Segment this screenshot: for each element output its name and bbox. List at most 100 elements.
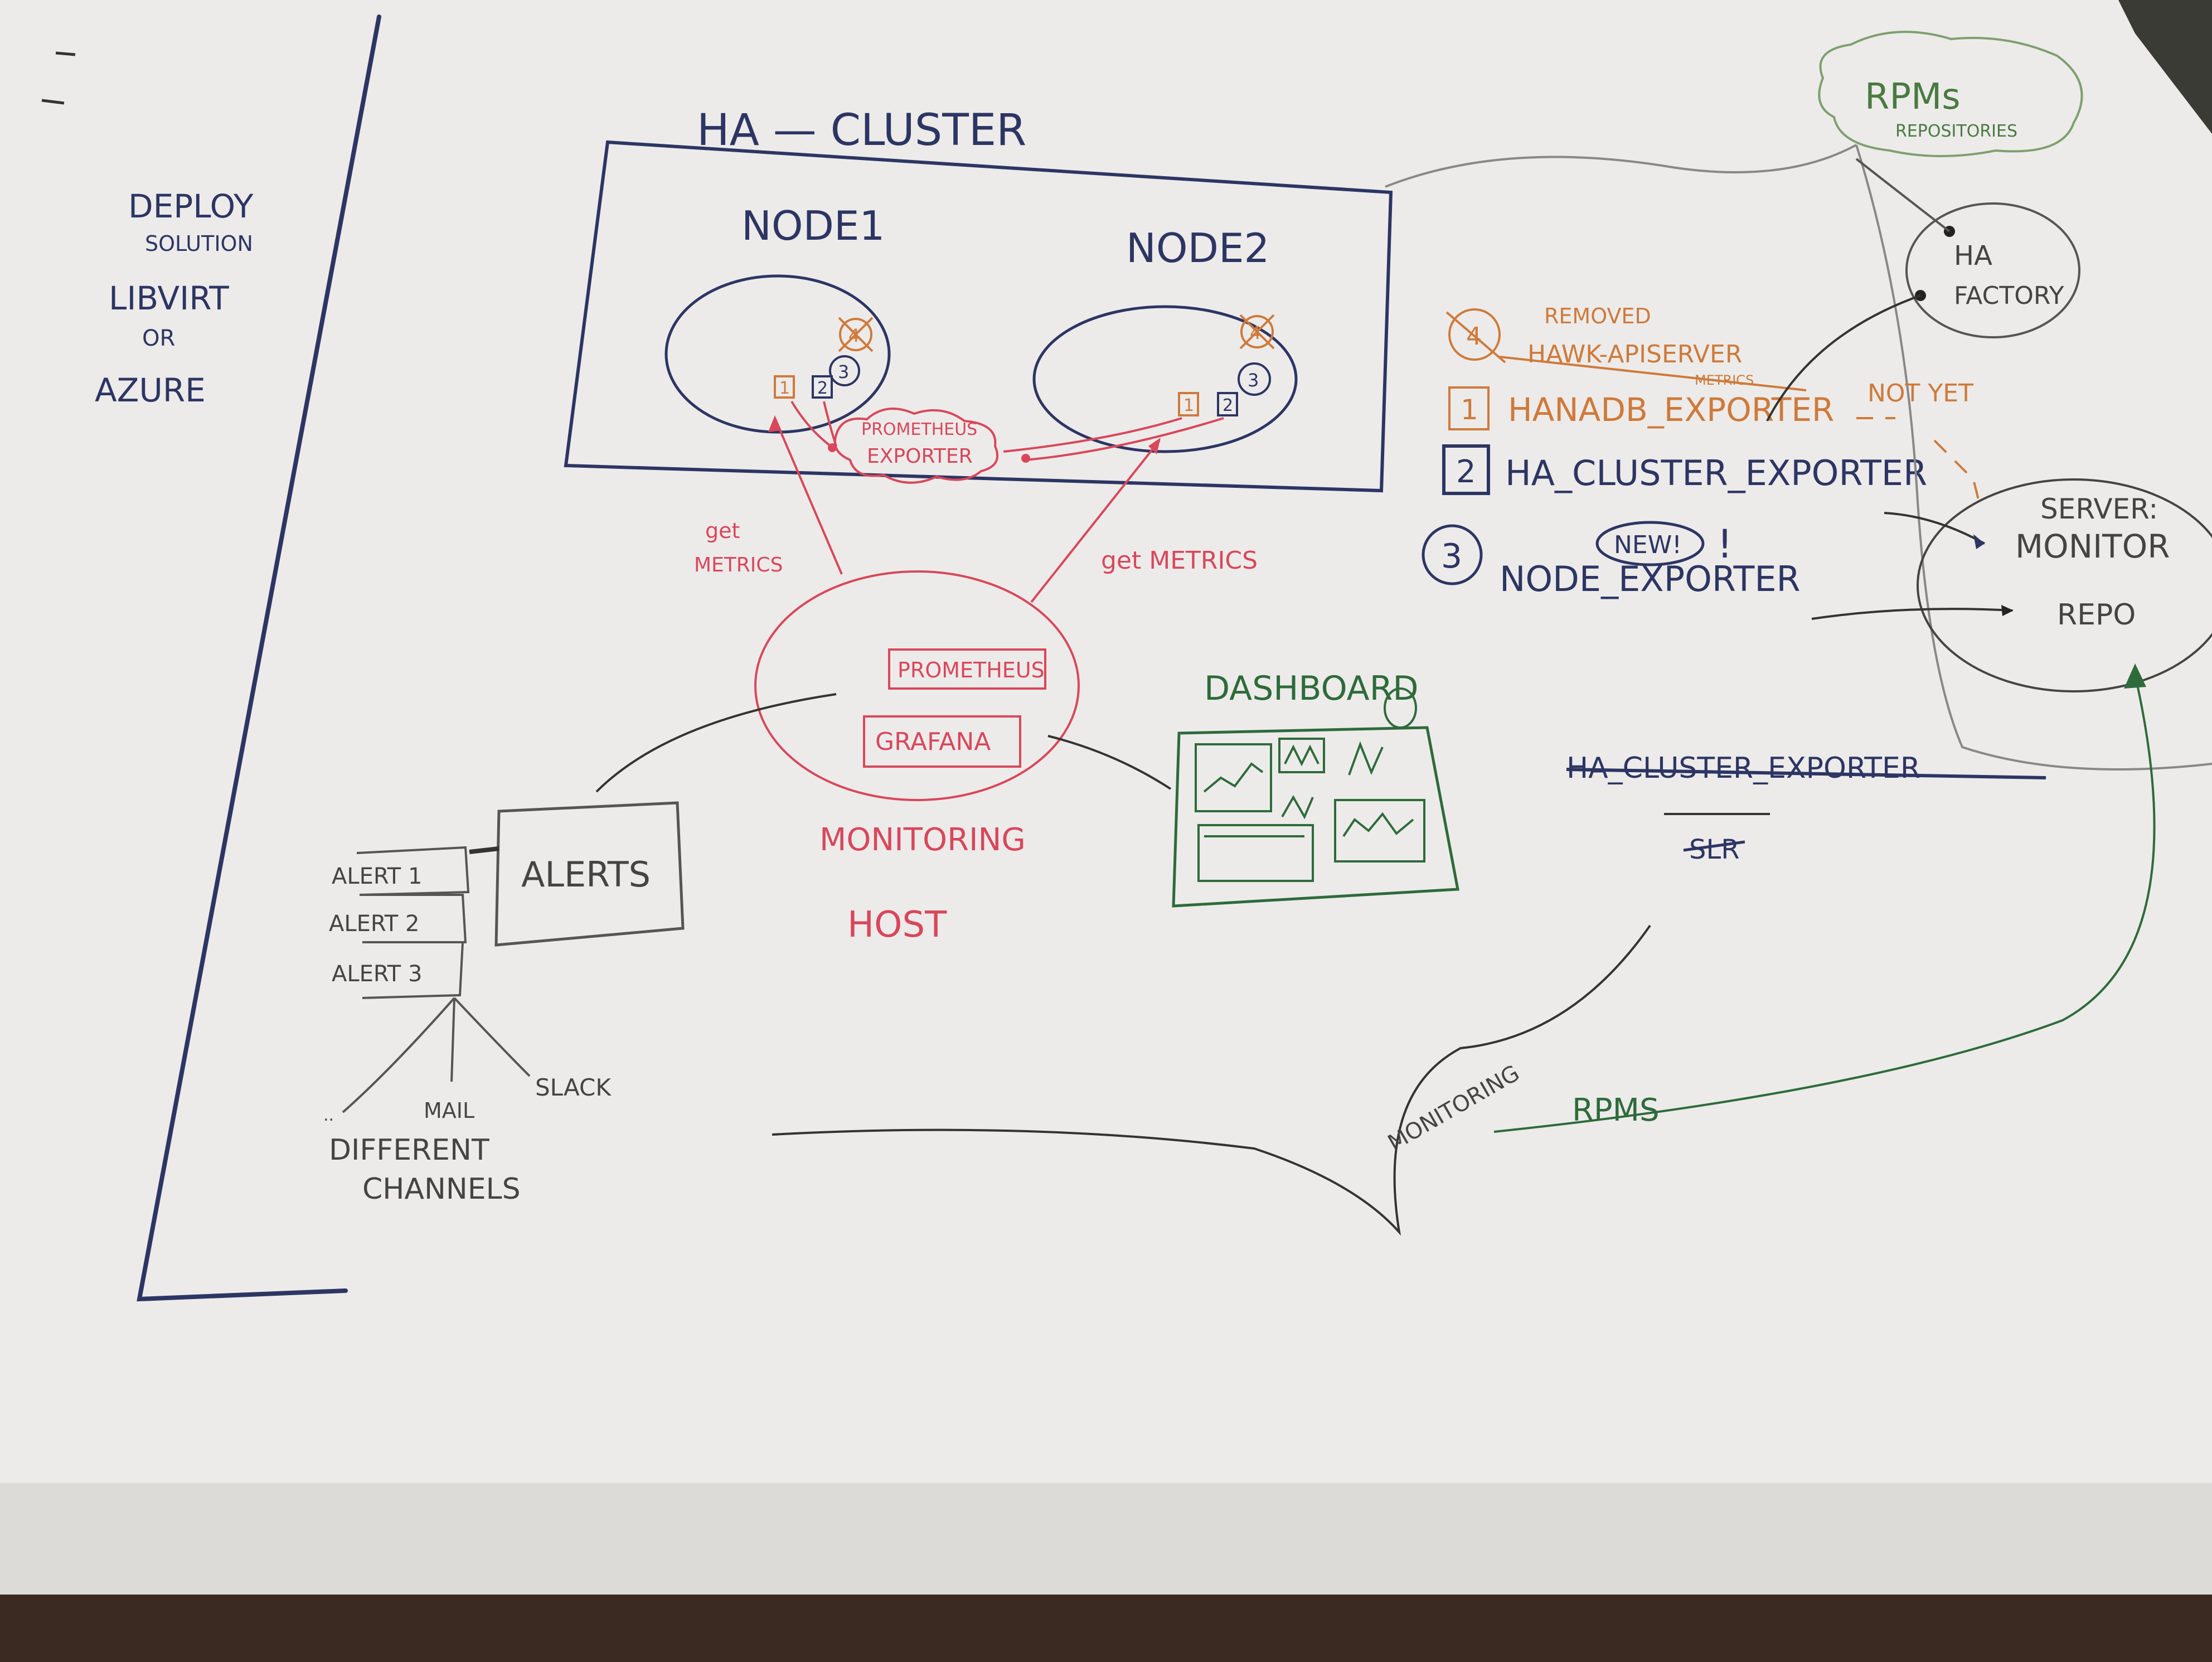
dashboard-spark-1 [1348, 741, 1384, 776]
node1-badges: 1 2 3 4 [774, 317, 874, 399]
grafana-label: GRAFANA [875, 728, 991, 756]
legend-hawk-strike [1499, 356, 1807, 391]
node2-label: NODE2 [1126, 225, 1269, 272]
ha-factory-label-1: HA [1954, 240, 1992, 272]
channel-slack-label: SLACK [535, 1074, 612, 1101]
legend-badge-4-strike [1445, 311, 1506, 364]
paper-fold [0, 1483, 2212, 1595]
legend-badge-2 [1442, 444, 1490, 495]
rpms-cloud-sub: REPOSITORIES [1895, 122, 2017, 141]
dashboard-widget-wide [1197, 824, 1314, 882]
arrow-node1-b2-to-cloud [823, 401, 837, 447]
ha-exporter-to-repo-line [1884, 512, 1985, 545]
ha-exporter-arrowhead [1973, 534, 1985, 549]
node-exporter-to-repo-line [1811, 608, 2013, 620]
cloud-dot-right [1021, 454, 1030, 463]
legend-item2-label: HA_CLUSTER_EXPORTER [1505, 453, 1927, 493]
get-metrics-right: get METRICS [1101, 546, 1258, 575]
channel-line-mail [450, 997, 455, 1082]
ha-cluster-box [564, 140, 1393, 493]
legend-item1-label: HANADB_EXPORTER [1508, 391, 1834, 429]
node1-badge-3 [829, 355, 860, 386]
node2-badges: 1 2 3 4 [1178, 314, 1275, 416]
node2-badge-4-cross [1239, 314, 1275, 350]
node1-badge-1 [774, 375, 795, 399]
channel-line-slack [453, 997, 531, 1077]
get-metrics-left-2: METRICS [694, 554, 783, 576]
small-strike-line [1683, 840, 1745, 852]
rpms-repositories-cloud [1818, 31, 2083, 157]
monitoring-host-ellipse [754, 570, 1080, 801]
hanadb-to-factory-line [1766, 294, 1921, 421]
arrow-node2-b2-to-cloud [1025, 417, 1224, 461]
deploy-label: DEPLOY [128, 187, 254, 225]
alerts-box [494, 801, 685, 947]
repo-label: REPO [2057, 598, 2136, 632]
channel-dots: .. [323, 1106, 334, 1125]
node1-label: NODE1 [741, 202, 885, 249]
monitoring-rpms-bubble [772, 924, 1651, 1236]
legend-hawk-sub: METRICS [1695, 372, 1754, 388]
rpms-cloud-title: RPMs [1865, 76, 1961, 118]
node1-ellipse [664, 274, 891, 434]
dashboard-widget-right [1334, 799, 1425, 863]
node2-badge-2-text: 2 [1223, 396, 1233, 415]
legend-badge-2-text: 2 [1456, 454, 1476, 490]
deploy-bracket [137, 14, 381, 1302]
cloud-to-factory-line [1855, 158, 1951, 232]
channels-label-1: DIFFERENT [329, 1133, 489, 1167]
alert-items: ALERT 1 ALERT 2 ALERT 3 [329, 846, 470, 999]
get-metrics-line-left [774, 418, 843, 575]
alerts-to-monitoring-line [595, 693, 837, 793]
monitor-repo-ellipse [1917, 478, 2212, 692]
edge-mark-2 [41, 99, 65, 105]
server-label: SERVER: [2040, 493, 2158, 525]
dashboard-title: DASHBOARD [1204, 669, 1419, 708]
monitoring-rpms-label-2: RPMS [1572, 1092, 1660, 1128]
alerts-connector [469, 846, 499, 854]
legend-new-label: NEW! [1614, 531, 1682, 559]
left-edge-marks [41, 51, 76, 105]
paper-sheet [0, 0, 2212, 1595]
dashboard-widget-right-series [1342, 812, 1414, 837]
channel-line-other [342, 997, 455, 1113]
legend-badge-4 [1448, 308, 1501, 361]
dashboard-widget-small-series [1284, 744, 1320, 767]
rpms-to-repo-arrowhead [2124, 663, 2146, 689]
ha-cluster-title: HA — CLUSTER [697, 105, 1026, 156]
get-metrics-line-right [1030, 439, 1161, 603]
rpms-to-repo-line [1493, 674, 2156, 1133]
legend-exclaim: ! [1717, 521, 1733, 567]
node1-badge-1-text: 1 [779, 379, 790, 398]
node1-badge-4-cross [838, 317, 874, 352]
alert-2-label: ALERT 2 [329, 911, 419, 937]
channel-lines [342, 997, 531, 1113]
deploy-labels: DEPLOY SOLUTION LIBVIRT OR AZURE [95, 187, 254, 409]
node1-badge-2 [812, 375, 833, 399]
node2-ellipse [1032, 305, 1298, 453]
ha-factory-ellipse [1905, 202, 2080, 338]
not-yet-label: NOT YET [1867, 379, 1973, 408]
dashboard-widget-small [1278, 738, 1325, 773]
channels-label-2: CHANNELS [362, 1172, 521, 1206]
dashboard-spark-2 [1281, 794, 1314, 820]
dashboard-frame [1172, 726, 1459, 908]
photo-corner [2118, 0, 2212, 134]
exporter-cloud-line2: EXPORTER [867, 445, 973, 468]
grafana-box [863, 715, 1021, 768]
node1-badge-3-text: 3 [838, 361, 849, 382]
legend-item3-label: NODE_EXPORTER [1500, 559, 1801, 599]
monitoring-host-label-2: HOST [847, 904, 947, 946]
legend-badge-1 [1448, 386, 1490, 430]
exporter-cloud-line1: PROMETHEUS [861, 420, 977, 439]
rpms-boundary-top [1385, 144, 1857, 188]
or-label: OR [142, 326, 175, 351]
arrow-node1-b1-to-cloud [790, 400, 832, 447]
dashboard-widget-line-chart [1195, 743, 1272, 812]
edge-mark-1 [55, 51, 76, 56]
node2-badge-3 [1238, 362, 1271, 396]
arrow-node2-b1-to-cloud [1003, 417, 1182, 453]
node2-badge-1 [1178, 392, 1199, 416]
